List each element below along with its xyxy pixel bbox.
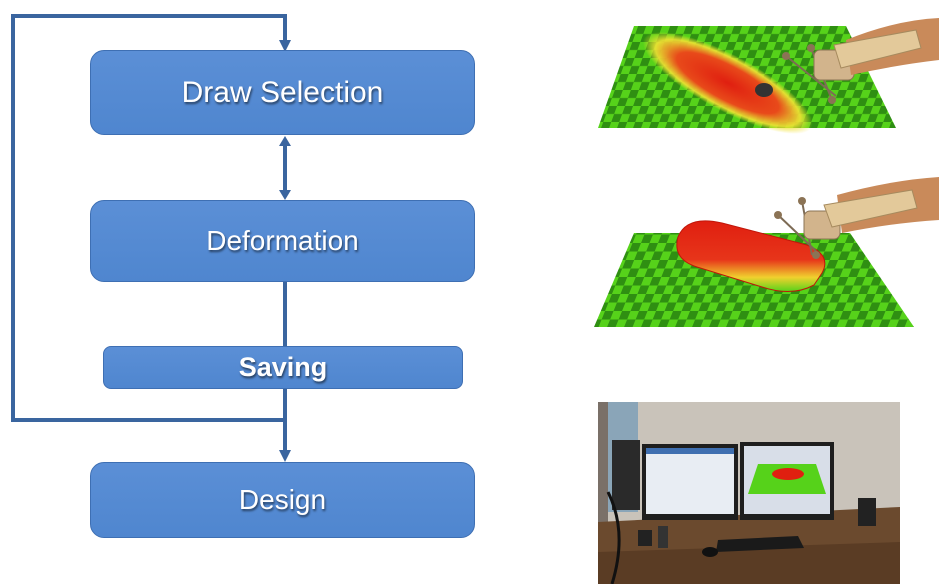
bidirectional-arrow-head-up: [279, 136, 291, 146]
haptic-stylus-icon: [782, 18, 939, 104]
saving-label: Saving: [238, 352, 328, 382]
design-arrow-head: [279, 450, 291, 462]
deformation-illustration: [594, 177, 939, 327]
design-box: Design: [90, 462, 475, 538]
design-label: Design: [238, 484, 327, 515]
bidirectional-arrow-head-down: [279, 190, 291, 200]
deformation-label: Deformation: [206, 225, 359, 256]
selection-stroke: [642, 31, 813, 134]
saving-box: Saving: [103, 346, 463, 389]
haptic-stylus-icon: [774, 177, 939, 259]
deformation-box: Deformation: [90, 200, 475, 282]
selection-illustration: [598, 18, 939, 134]
draw-selection-box: Draw Selection: [90, 50, 475, 135]
raised-bump: [676, 220, 826, 292]
loop-arrow: [11, 14, 287, 422]
desk-setup-photo: [598, 402, 900, 584]
draw-selection-label: Draw Selection: [181, 75, 384, 109]
cursor-dot: [755, 83, 773, 97]
loop-arrow-head: [279, 40, 291, 52]
